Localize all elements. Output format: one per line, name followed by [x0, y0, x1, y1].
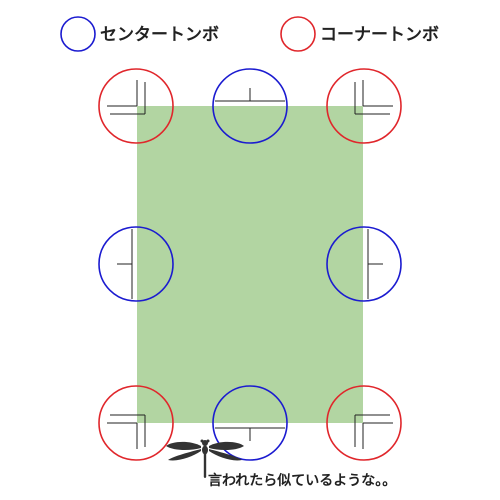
center-mark-top	[215, 88, 285, 102]
center-highlights	[98, 68, 402, 461]
corner-highlight-bottom-right	[326, 385, 402, 461]
corner-mark-top-right	[354, 80, 393, 115]
corner-mark-bottom-left	[107, 414, 146, 449]
center-highlight-left	[98, 226, 174, 302]
center-mark-right	[367, 229, 383, 299]
legend: センタートンボ コーナートンボ	[60, 16, 439, 52]
corner-mark-top-left	[107, 80, 146, 115]
legend-corner-swatch	[280, 16, 316, 52]
legend-center-swatch	[60, 16, 96, 52]
center-mark-bottom	[215, 427, 285, 441]
dragonfly-icon	[166, 439, 244, 478]
corner-highlight-top-left	[98, 68, 174, 144]
center-highlight-top	[212, 68, 288, 144]
center-highlight-bottom	[212, 385, 288, 461]
corner-highlight-top-right	[326, 68, 402, 144]
caption: 言われたら似ているような。。	[208, 472, 396, 489]
legend-center-label: センタートンボ	[100, 25, 219, 45]
corner-highlights	[98, 68, 402, 461]
center-mark-left	[117, 229, 133, 299]
paper-area	[137, 106, 363, 423]
corner-highlight-bottom-left	[98, 385, 174, 461]
corner-mark-bottom-right	[354, 414, 393, 449]
center-highlight-right	[326, 226, 402, 302]
legend-corner-label: コーナートンボ	[320, 25, 439, 45]
